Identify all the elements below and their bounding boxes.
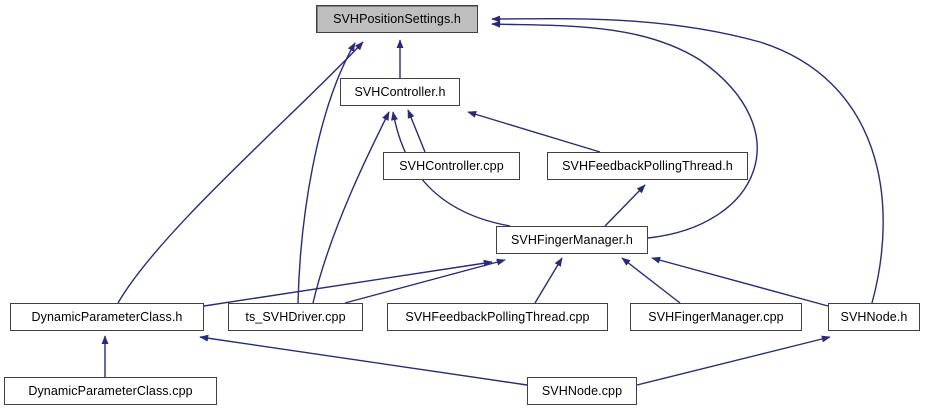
node-label: ts_SVHDriver.cpp: [245, 309, 346, 324]
node-dynamicparameterclass-h[interactable]: DynamicParameterClass.h: [10, 303, 204, 331]
edge-svhfeedbackpollingthread-cpp-to-svhfingermanager-h: [534, 257, 563, 304]
edge-svhfingermanager-h-to-svhpositionsettings-h: [491, 20, 758, 239]
node-label: SVHPositionSettings.h: [333, 11, 461, 26]
node-label: SVHController.h: [354, 84, 446, 99]
edge-dynamicparameterclass-h-to-svhpositionsettings-h: [117, 41, 364, 304]
node-svhnode-h[interactable]: SVHNode.h: [828, 303, 920, 331]
node-svhcontroller-cpp[interactable]: SVHController.cpp: [383, 152, 520, 180]
node-label: SVHController.cpp: [399, 158, 504, 173]
node-label: SVHFeedbackPollingThread.h: [562, 158, 733, 173]
node-label: SVHNode.cpp: [541, 383, 623, 398]
edge-svhfingermanager-h-to-svhfeedbackpollingthread-h: [604, 184, 646, 227]
node-svhcontroller-h[interactable]: SVHController.h: [340, 78, 460, 106]
node-label: SVHFeedbackPollingThread.cpp: [405, 309, 590, 324]
edge-ts-svhdriver-cpp-to-svhcontroller-h: [312, 111, 390, 304]
edge-dynamicparameterclass-h-to-svhfingermanager-h: [203, 259, 493, 307]
node-svhpositionsettings-h[interactable]: SVHPositionSettings.h: [316, 5, 478, 33]
node-label: SVHFingerManager.cpp: [648, 309, 784, 324]
node-label: SVHFingerManager.h: [510, 232, 633, 247]
edge-svhcontroller-cpp-to-svhcontroller-h: [407, 109, 426, 153]
node-svhfeedbackpollingthread-cpp[interactable]: SVHFeedbackPollingThread.cpp: [387, 303, 608, 331]
edge-svhnode-cpp-to-dynamicparameterclass-h: [199, 334, 528, 386]
edge-svhfeedbackpollingthread-h-to-svhcontroller-h: [467, 111, 601, 153]
node-label: DynamicParameterClass.h: [31, 309, 183, 324]
node-dynamicparameterclass-cpp[interactable]: DynamicParameterClass.cpp: [4, 377, 217, 405]
node-svhfeedbackpollingthread-h[interactable]: SVHFeedbackPollingThread.h: [547, 152, 748, 180]
edge-ts-svhdriver-cpp-to-svhpositionsettings-h: [297, 42, 356, 304]
node-label: SVHNode.h: [840, 309, 908, 324]
edge-svhnode-h-to-svhpositionsettings-h: [491, 15, 884, 304]
node-ts-svhdriver-cpp[interactable]: ts_SVHDriver.cpp: [228, 303, 363, 331]
node-svhnode-cpp[interactable]: SVHNode.cpp: [527, 377, 637, 405]
node-label: DynamicParameterClass.cpp: [28, 383, 193, 398]
edge-svhnode-h-to-svhfingermanager-h: [651, 256, 829, 307]
edge-svhfingermanager-cpp-to-svhfingermanager-h: [621, 257, 681, 304]
edge-svhnode-cpp-to-svhnode-h: [636, 335, 831, 386]
node-svhfingermanager-cpp[interactable]: SVHFingerManager.cpp: [630, 303, 802, 331]
edge-ts-svhdriver-cpp-to-svhfingermanager-h: [344, 258, 506, 304]
node-svhfingermanager-h[interactable]: SVHFingerManager.h: [496, 226, 648, 254]
